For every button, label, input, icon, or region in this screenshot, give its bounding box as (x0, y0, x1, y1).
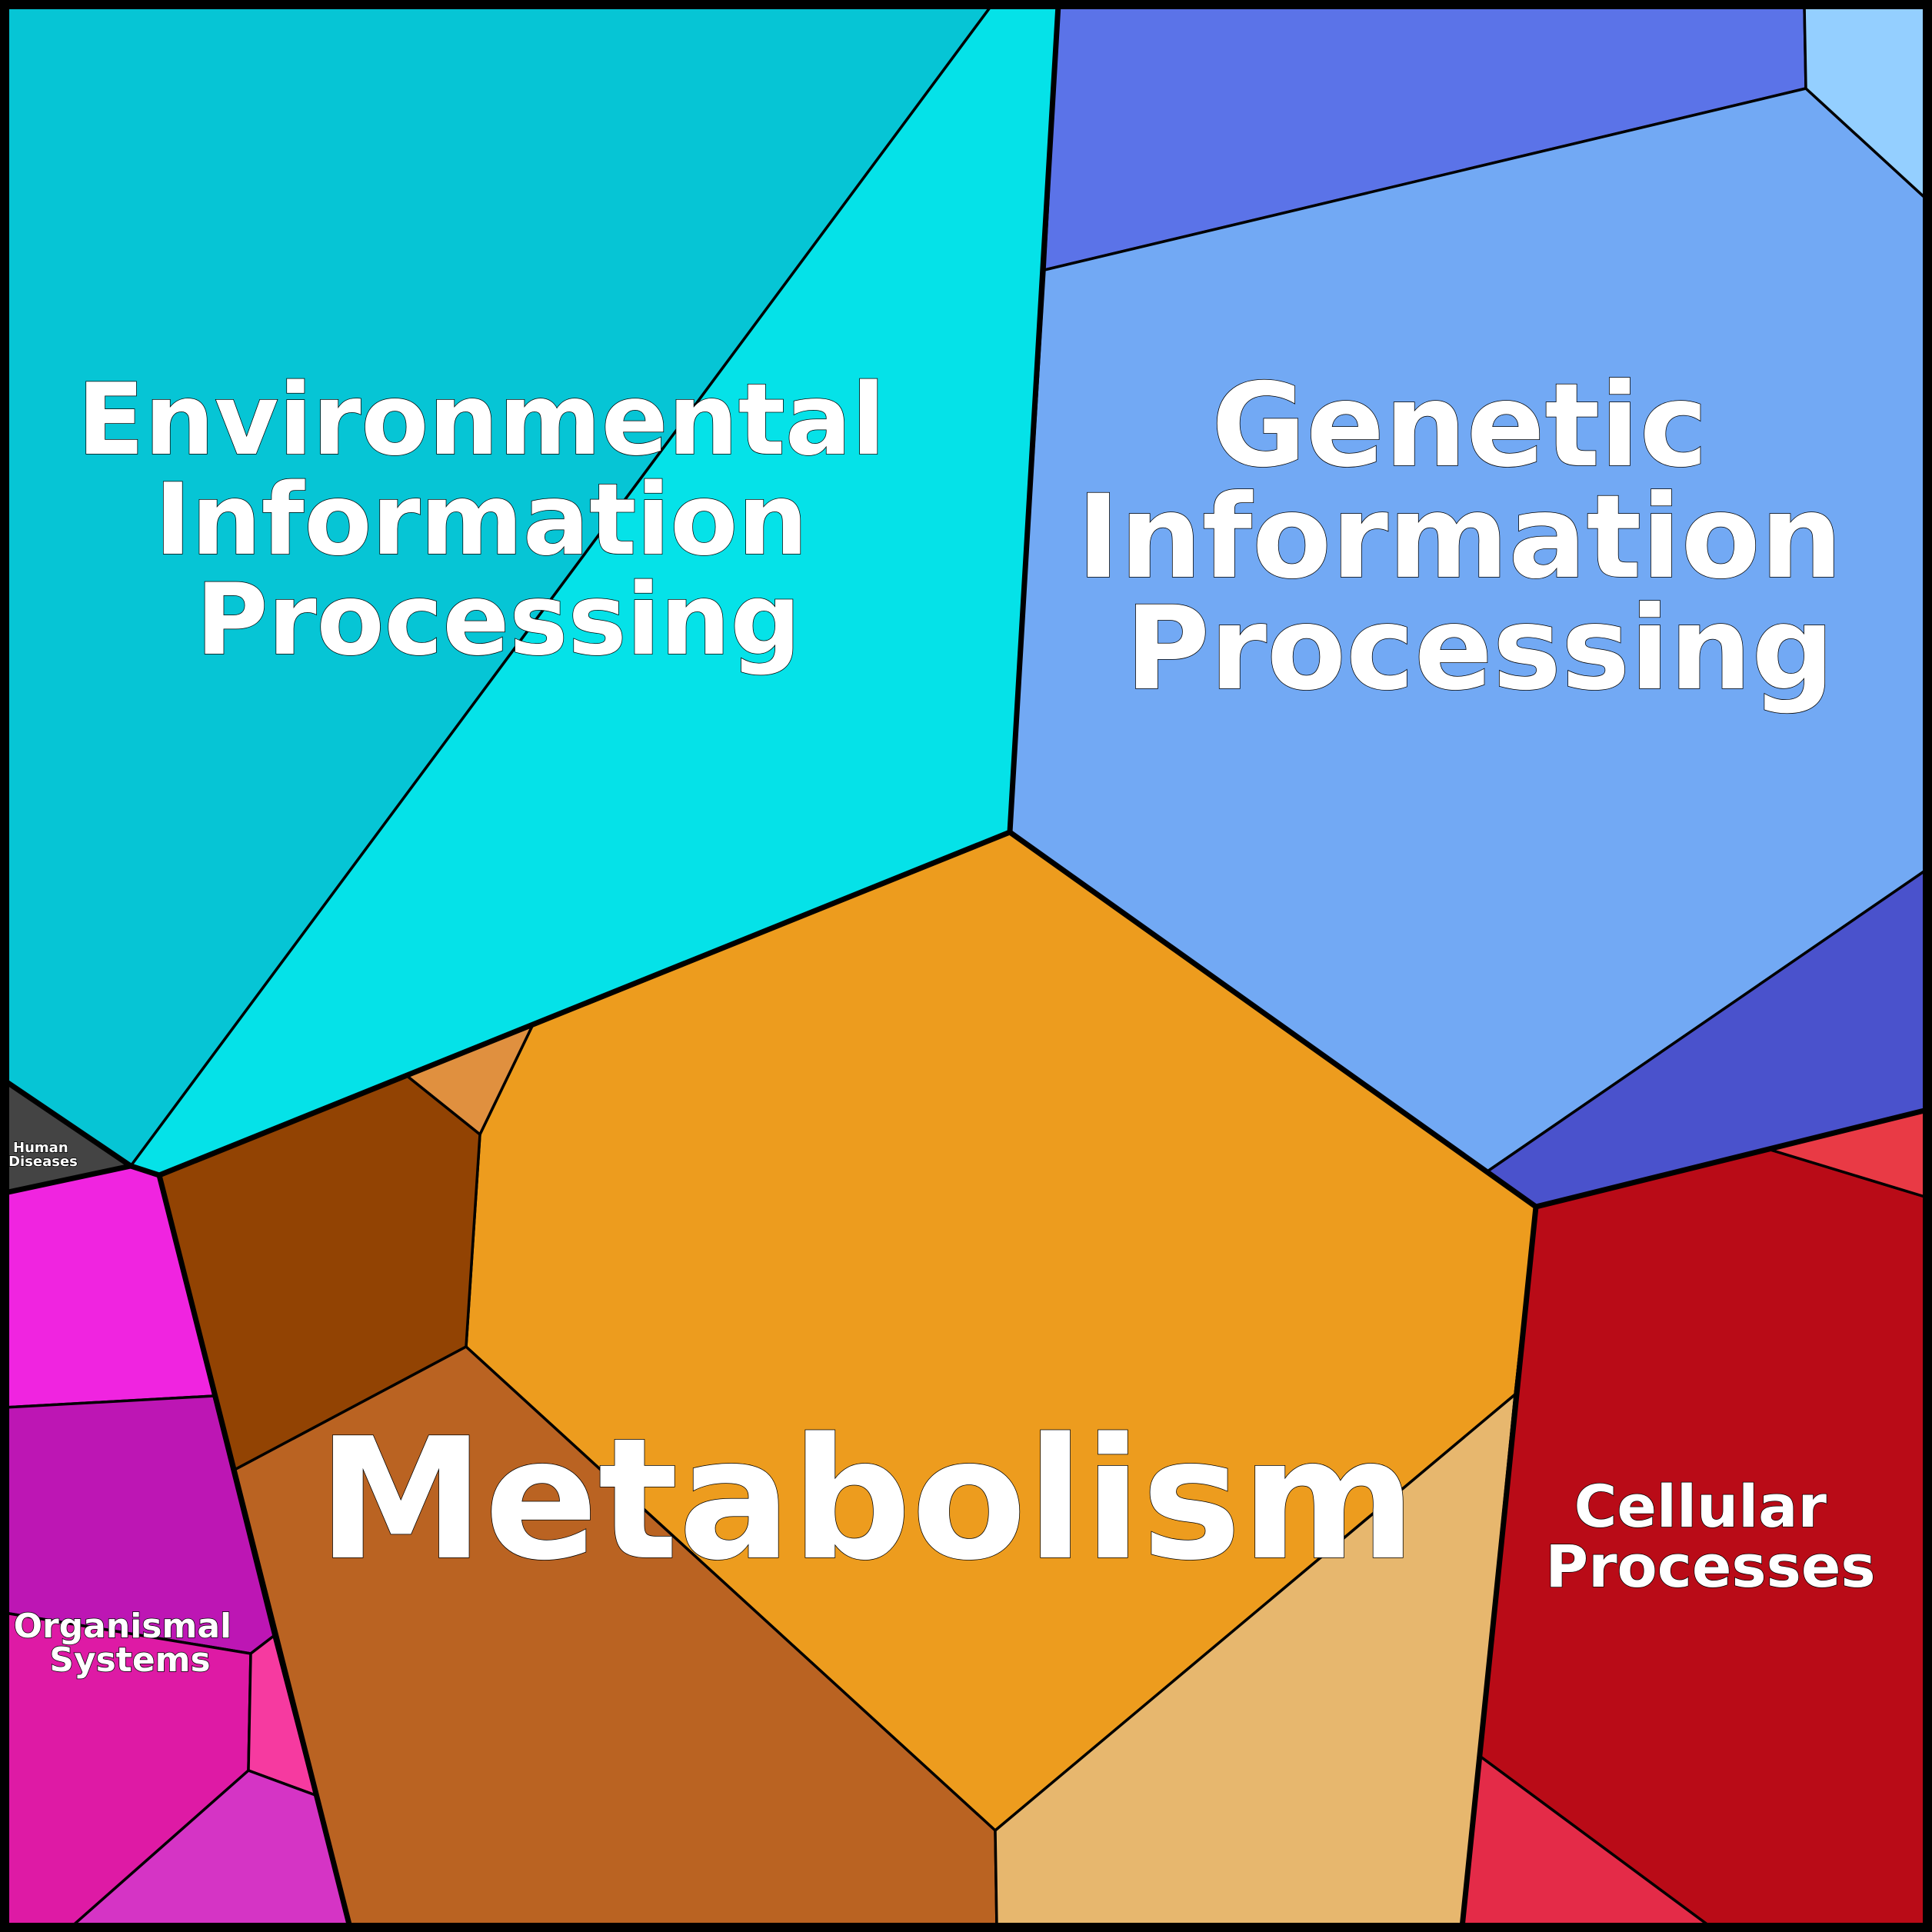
region-metabolism (158, 831, 1537, 1929)
region-organismal (3, 1164, 351, 1929)
region-genetic (1008, 3, 1929, 1208)
boundary-environmental-genetic (1007, 2, 1061, 835)
label-human: Human Diseases (8, 1140, 78, 1170)
region-cellular (1461, 1108, 1929, 1929)
label-genetic: Genetic Information Processing (1077, 359, 1883, 716)
boundary-human-organismal (2, 1163, 134, 1196)
label-organismal: Organismal Systems (14, 1607, 244, 1680)
boundary-genetic-cellular (1533, 1107, 1930, 1210)
label-metabolism: Metabolism (318, 1403, 1416, 1597)
boundary-metabolism-west (156, 1172, 353, 1930)
label-cellular: Cellular Processes (1545, 1472, 1875, 1601)
label-environmental: Environmental Information Processing (77, 363, 919, 678)
